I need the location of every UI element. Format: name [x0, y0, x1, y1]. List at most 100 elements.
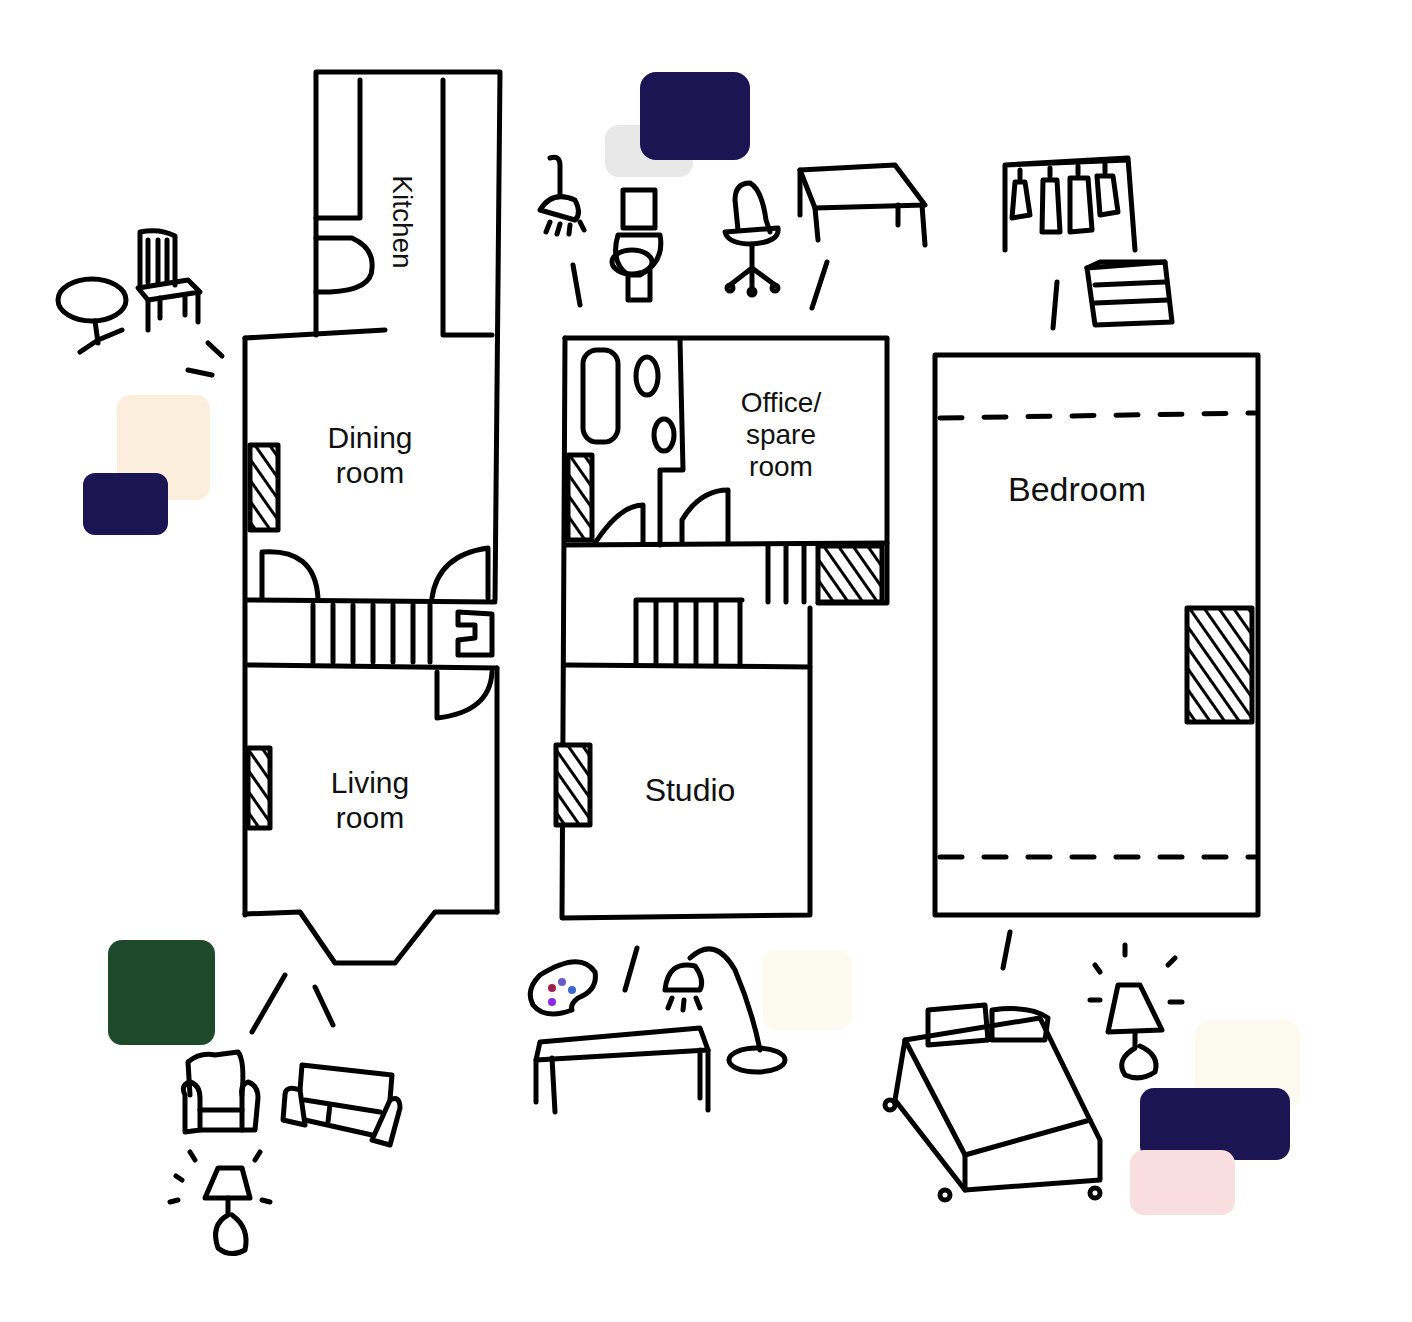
sofa-icon-part — [305, 1100, 380, 1135]
bedroom-room: Bedroom — [935, 355, 1258, 915]
middle-building-walls-part — [595, 505, 643, 543]
leader-lines-part — [315, 987, 333, 1025]
floor-lamp-icon-part — [170, 1152, 270, 1202]
armchair-icon — [183, 1052, 258, 1132]
room-label: Studio — [600, 772, 780, 809]
middle-building-walls-part — [583, 350, 618, 442]
left-building-walls-part — [245, 912, 497, 963]
office-chair-icon-part — [749, 289, 755, 295]
floor-lamp-icon-part — [205, 1168, 250, 1198]
left-building-walls-part — [248, 665, 497, 668]
studio-room: Studio — [562, 665, 810, 915]
studio-lamp-icon-part — [690, 949, 760, 1050]
middle-building-walls — [556, 338, 887, 918]
toilet-icon-part — [616, 235, 661, 275]
table-lamp-icon-part — [1122, 1032, 1156, 1078]
kitchen-room: Kitchen — [316, 72, 500, 335]
desk-icon-part — [800, 170, 925, 245]
colour-swatches-part — [1130, 1150, 1235, 1215]
colour-swatches — [83, 72, 1300, 1215]
left-building-walls-part — [245, 330, 385, 338]
palette-icon — [530, 962, 595, 1014]
office-chair-icon-part — [735, 183, 770, 232]
colour-swatches-part — [83, 473, 168, 535]
bedroom-walls-part — [940, 855, 1255, 860]
left-building-walls — [245, 72, 500, 963]
armchair-icon-part — [200, 1110, 242, 1130]
room-label: Bedroom — [967, 470, 1187, 509]
left-building-walls-part — [437, 672, 492, 718]
palette-icon-part — [568, 986, 576, 994]
bed-icon-part — [940, 1190, 950, 1200]
middle-building-walls-part — [818, 546, 882, 602]
left-building-walls-part — [316, 80, 360, 218]
dresser-icon-part — [1087, 262, 1172, 325]
room-label: Living room — [305, 766, 435, 835]
left-building-walls-part — [316, 238, 372, 292]
shower-icon-part — [550, 157, 560, 195]
studio-lamp-icon — [665, 949, 785, 1072]
table-lamp-icon-part — [1090, 945, 1182, 1002]
shower-icon — [540, 157, 584, 234]
clothes-rail-icon-part — [1097, 164, 1118, 215]
left-building-walls-part — [316, 72, 500, 600]
room-label: Dining room — [305, 421, 435, 490]
bedroom-walls-part — [1187, 608, 1252, 722]
left-building-walls-part — [248, 600, 495, 602]
dining-chair-icon — [138, 231, 200, 330]
studio-lamp-icon-part — [665, 965, 702, 990]
bed-icon-part — [992, 1009, 1048, 1040]
bedroom-walls — [935, 355, 1258, 915]
office-chair-icon — [725, 183, 778, 295]
middle-building-walls-part — [565, 338, 887, 603]
sofa-icon-part — [283, 1088, 305, 1125]
dining-table-icon — [58, 279, 126, 352]
dresser-icon-part — [1087, 262, 1168, 303]
palette-icon-part — [548, 984, 556, 992]
left-building-walls-part — [313, 605, 430, 662]
room-label: Kitchen — [386, 152, 418, 292]
sofa-icon-part — [300, 1065, 392, 1100]
bedroom-walls-part — [940, 413, 1255, 418]
sofa-icon-part — [372, 1099, 400, 1145]
sofa-icon — [283, 1065, 400, 1145]
office-chair-icon-part — [727, 285, 733, 291]
palette-icon-part — [530, 962, 595, 1014]
armchair-icon-part — [183, 1082, 200, 1132]
table-lamp-icon-part — [1108, 985, 1162, 1032]
desk-icon — [800, 165, 925, 245]
room-label: Office/ spare room — [711, 387, 851, 484]
dining-table-icon-part — [80, 321, 122, 352]
middle-building-walls-part — [654, 419, 674, 451]
dining-chair-icon-part — [148, 240, 167, 282]
bed-icon-part — [1090, 1188, 1100, 1198]
dining-room: Dining room — [245, 335, 495, 600]
middle-building-walls-part — [568, 455, 592, 540]
dining-table-icon-part — [58, 279, 126, 321]
leader-lines-part — [252, 975, 285, 1032]
left-building-walls-part — [250, 445, 278, 530]
living-room: Living room — [245, 665, 497, 915]
office-chair-icon-part — [730, 244, 775, 290]
leader-lines-part — [1003, 932, 1010, 968]
leader-lines-part — [625, 948, 637, 990]
leader-lines-part — [812, 262, 827, 308]
leader-lines — [188, 262, 1057, 1032]
floor-lamp-icon-part — [216, 1198, 247, 1254]
toilet-icon-part — [628, 270, 650, 300]
middle-building-walls-part — [682, 490, 728, 543]
colour-swatches-part — [640, 72, 750, 160]
palette-icon-part — [548, 998, 556, 1006]
armchair-icon-part — [242, 1082, 258, 1130]
office-chair-icon-part — [772, 285, 778, 291]
middle-building-walls-part — [636, 600, 742, 663]
bed-icon — [885, 1005, 1100, 1200]
clothes-rail-icon-part — [1012, 170, 1030, 218]
dining-chair-icon-part — [138, 280, 200, 300]
bed-icon-part — [928, 1005, 988, 1045]
colour-swatches-part — [763, 950, 852, 1030]
left-building-walls-part — [262, 552, 318, 598]
leader-lines-part — [1053, 282, 1057, 328]
